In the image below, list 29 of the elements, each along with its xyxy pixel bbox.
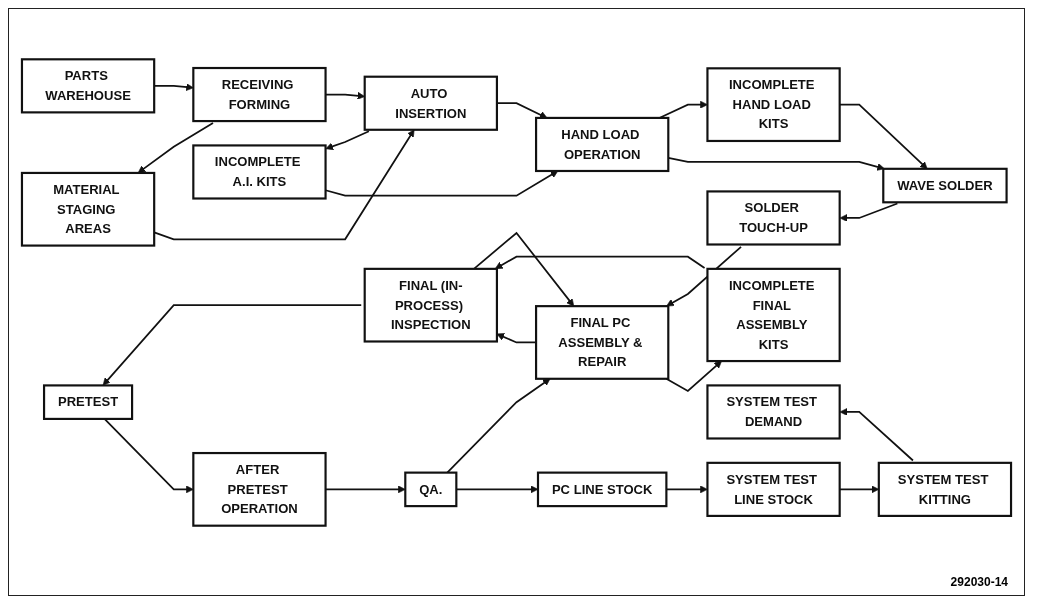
node-box: SYSTEM TEST DEMAND xyxy=(706,384,841,440)
node-box: INCOMPLETE FINAL ASSEMBLY KITS xyxy=(706,267,841,363)
node-box: SOLDER TOUCH-UP xyxy=(706,190,841,246)
node-box: INCOMPLETE A.I. KITS xyxy=(192,144,327,200)
node-box: PC LINE STOCK xyxy=(536,471,668,508)
node-box: AFTER PRETEST OPERATION xyxy=(192,451,327,527)
node-box: SYSTEM TEST LINE STOCK xyxy=(706,461,841,517)
arrow xyxy=(103,418,194,494)
arrow xyxy=(839,202,899,222)
node-box: INCOMPLETE HAND LOAD KITS xyxy=(706,67,841,143)
arrow xyxy=(325,130,370,150)
node-box: SYSTEM TEST KITTING xyxy=(877,461,1013,517)
arrow xyxy=(494,255,706,270)
node-box: HAND LOAD OPERATION xyxy=(535,116,670,173)
node-box: PARTS WAREHOUSE xyxy=(20,58,156,114)
arrow xyxy=(496,333,537,344)
node-box: FINAL PC ASSEMBLY & REPAIR xyxy=(535,305,670,380)
arrow xyxy=(839,408,914,462)
node-box: AUTO INSERTION xyxy=(363,75,498,131)
node-box: PRETEST xyxy=(42,384,134,420)
arrow xyxy=(102,304,363,386)
arrow xyxy=(473,231,575,307)
node-box: QA. xyxy=(404,471,458,508)
node-box: FINAL (IN-PROCESS) INSPECTION xyxy=(363,267,498,343)
arrow xyxy=(666,245,742,307)
node-box: RECEIVING FORMING xyxy=(192,66,327,123)
figure-number: 292030-14 xyxy=(950,575,1008,589)
node-box: MATERIAL STAGING AREAS xyxy=(20,171,156,247)
node-box: WAVE SOLDER xyxy=(882,167,1008,204)
